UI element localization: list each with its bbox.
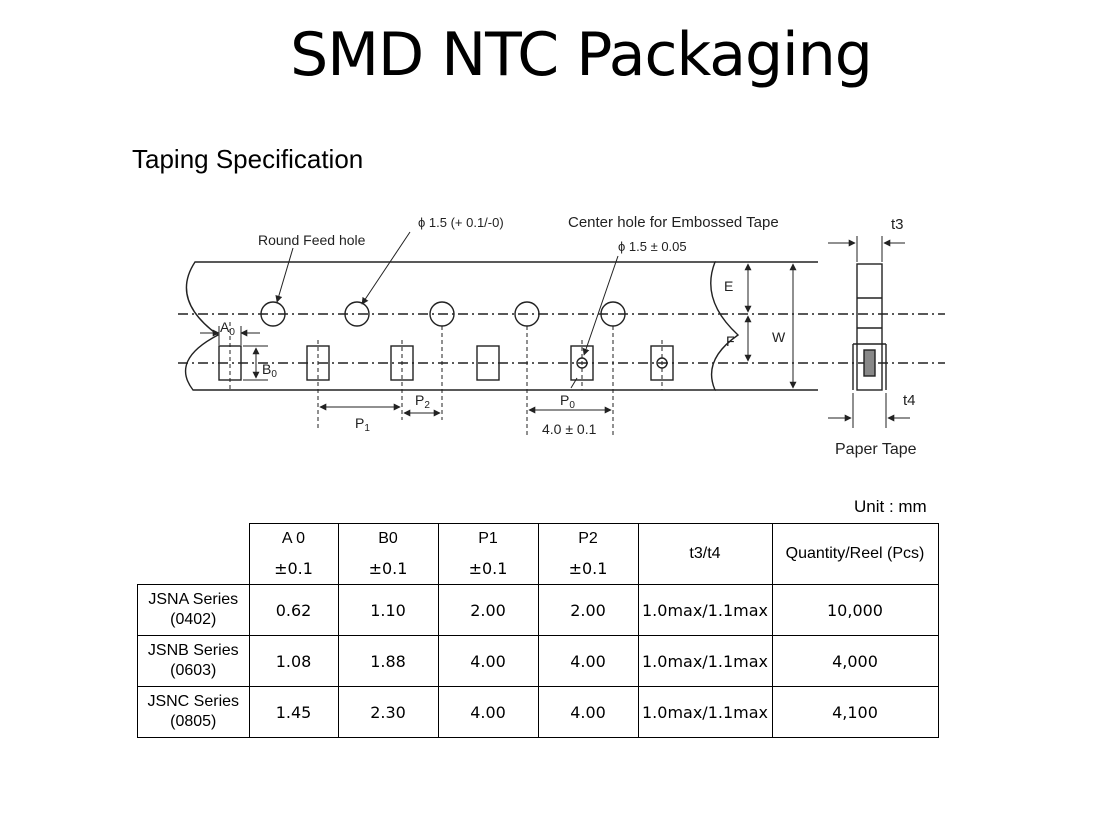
table-header-row: A 0±0.1 B0±0.1 P1±0.1 P2±0.1 t3/t4 Quant… <box>137 523 939 585</box>
table-row: JSNC Series(0805) 1.45 2.30 4.00 4.00 1.… <box>137 686 939 738</box>
table-cell: 1.0max/1.1max <box>637 635 773 687</box>
center-hole-label: Center hole for Embossed Tape <box>568 214 779 231</box>
table-cell: 4,000 <box>771 635 939 687</box>
cavity <box>476 345 500 381</box>
section-subtitle: Taping Specification <box>132 144 364 174</box>
center-hole-diameter-label: ϕ 1.5 ± 0.05 <box>618 239 687 254</box>
table-cell: 2.00 <box>437 584 539 636</box>
p2-label: P2 <box>415 392 430 411</box>
table-cell: 4.00 <box>437 635 539 687</box>
table-cell: 1.08 <box>248 635 339 687</box>
table-cell: 1.10 <box>337 584 439 636</box>
side-view <box>856 263 883 391</box>
header-cell: Quantity/Reel (Pcs) <box>771 523 939 585</box>
page-title: SMD NTC Packaging <box>290 20 873 90</box>
unit-label: Unit : mm <box>854 497 927 516</box>
table-cell: 10,000 <box>771 584 939 636</box>
series-cell: JSNC Series(0805) <box>137 686 250 738</box>
table-cell: 4.00 <box>537 635 639 687</box>
b0-label: B0 <box>262 361 277 380</box>
series-cell: JSNA Series(0402) <box>137 584 250 636</box>
table-cell: 0.62 <box>248 584 339 636</box>
e-label: E <box>724 278 733 294</box>
p1-label: P1 <box>355 415 370 434</box>
header-corner <box>137 523 250 585</box>
header-cell: P1±0.1 <box>437 523 539 585</box>
table-cell: 1.88 <box>337 635 439 687</box>
table-cell: 4.00 <box>437 686 539 738</box>
header-cell: P2±0.1 <box>537 523 639 585</box>
table-cell: 1.45 <box>248 686 339 738</box>
table-cell: 4,100 <box>771 686 939 738</box>
cavity <box>306 345 330 381</box>
table-cell: 1.0max/1.1max <box>637 686 773 738</box>
p0-label: P0 <box>560 392 575 411</box>
w-label: W <box>772 329 786 345</box>
table-cell: 2.30 <box>337 686 439 738</box>
paper-tape-label: Paper Tape <box>835 441 917 458</box>
cavity <box>570 345 594 381</box>
p0-value-label: 4.0 ± 0.1 <box>542 421 597 437</box>
spec-table: A 0±0.1 B0±0.1 P1±0.1 P2±0.1 t3/t4 Quant… <box>137 523 939 738</box>
cavity <box>650 345 674 381</box>
round-feed-hole-label: Round Feed hole <box>258 232 366 248</box>
series-cell: JSNB Series(0603) <box>137 635 250 687</box>
table-row: JSNB Series(0603) 1.08 1.88 4.00 4.00 1.… <box>137 635 939 687</box>
t4-label: t4 <box>903 392 916 409</box>
t3-label: t3 <box>891 216 904 233</box>
table-row: JSNA Series(0402) 0.62 1.10 2.00 2.00 1.… <box>137 584 939 636</box>
header-cell: B0±0.1 <box>337 523 439 585</box>
table-cell: 1.0max/1.1max <box>637 584 773 636</box>
cavity <box>390 345 414 381</box>
taping-diagram: Round Feed hole ϕ 1.5 (+ 0.1/-0) Center … <box>178 214 945 458</box>
header-cell: A 0±0.1 <box>248 523 339 585</box>
feed-hole <box>260 301 286 327</box>
table-cell: 4.00 <box>537 686 639 738</box>
feed-hole <box>344 301 370 327</box>
feed-hole-diameter-label: ϕ 1.5 (+ 0.1/-0) <box>418 215 504 230</box>
a0-label: A0 <box>220 319 235 338</box>
header-cell: t3/t4 <box>637 523 773 585</box>
table-cell: 2.00 <box>537 584 639 636</box>
tape-outline <box>184 261 740 391</box>
f-label: F <box>726 333 735 349</box>
